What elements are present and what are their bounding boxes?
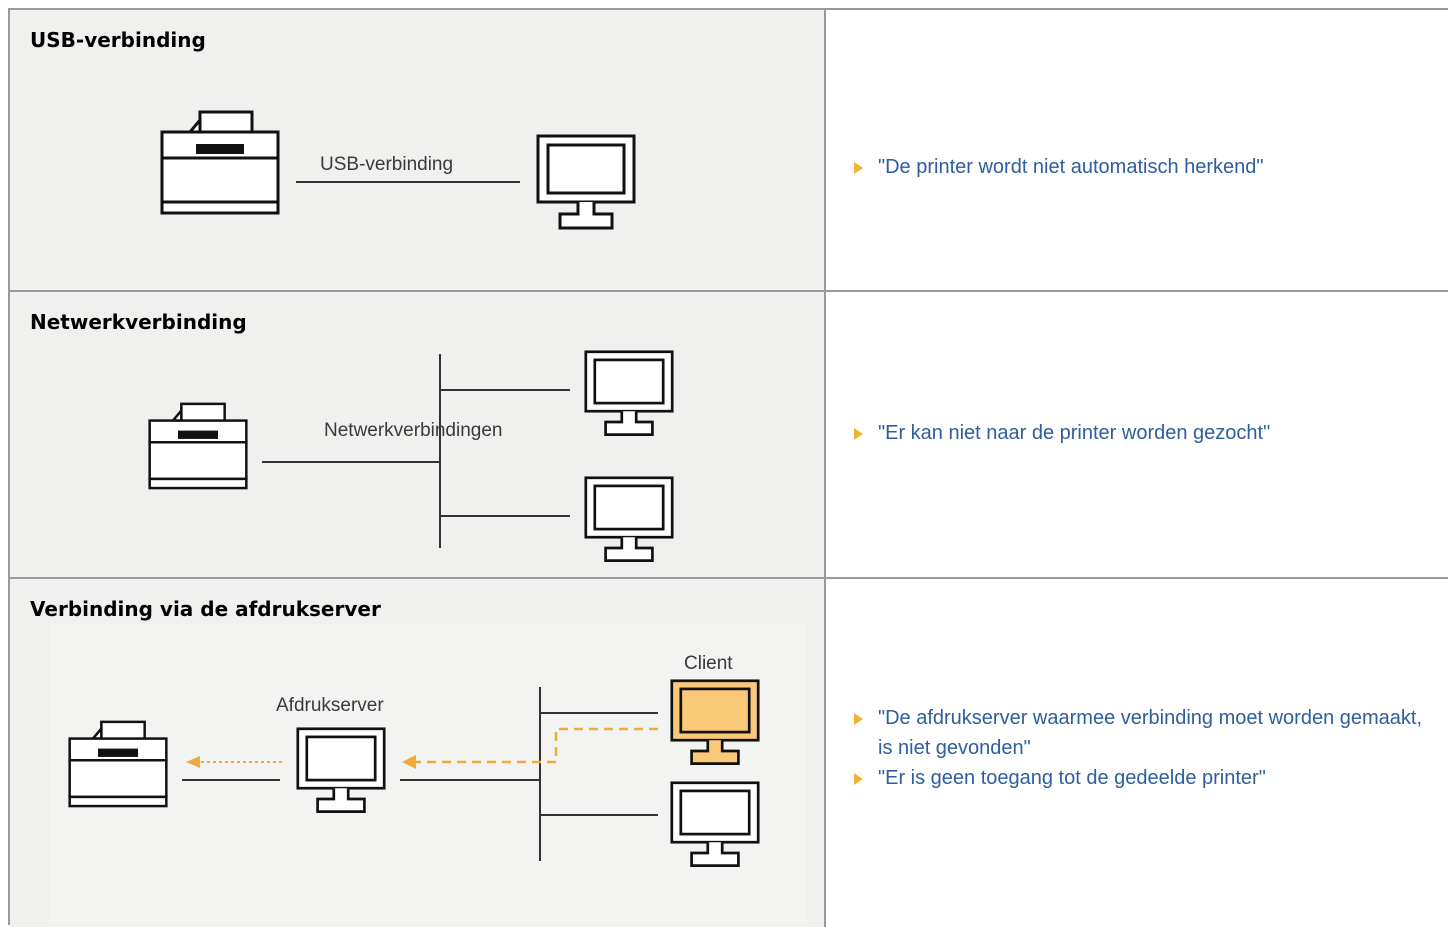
print-server-links-cell: "De afdrukserver waarmee verbinding moet… xyxy=(826,579,1448,927)
printer-icon xyxy=(160,110,280,215)
printer-icon xyxy=(148,402,248,490)
monitor-icon xyxy=(584,350,674,436)
network-diagram: Netwerkverbindingen xyxy=(148,350,674,562)
list-item: "Er kan niet naar de printer worden gezo… xyxy=(854,418,1424,448)
bullet-arrow-icon xyxy=(854,162,863,174)
diagram-background xyxy=(50,625,806,925)
client-label: Client xyxy=(684,653,733,674)
usb-connection-label: USB-verbinding xyxy=(320,154,453,175)
print-server-diagram-panel: Verbinding via de afdrukserver Afdrukser… xyxy=(10,579,826,927)
network-connection-label: Netwerkverbindingen xyxy=(324,420,503,441)
link-printer-not-found[interactable]: "Er kan niet naar de printer worden gezo… xyxy=(878,422,1271,444)
list-item: "De afdrukserver waarmee verbinding moet… xyxy=(854,703,1424,763)
row-usb: USB-verbinding USB-verbinding "De printe… xyxy=(10,10,1448,292)
connection-table: USB-verbinding USB-verbinding "De printe… xyxy=(8,8,1448,927)
usb-links-cell: "De printer wordt niet automatisch herke… xyxy=(826,10,1448,290)
link-printer-not-recognized[interactable]: "De printer wordt niet automatisch herke… xyxy=(878,156,1264,178)
row-title: USB-verbinding xyxy=(30,28,206,52)
usb-link-list: "De printer wordt niet automatisch herke… xyxy=(854,152,1424,182)
arrow-head-icon xyxy=(186,756,200,768)
arrow-head-icon xyxy=(402,755,416,769)
list-item: "Er is geen toegang tot de gedeelde prin… xyxy=(854,763,1424,793)
bullet-arrow-icon xyxy=(854,773,863,785)
bullet-arrow-icon xyxy=(854,713,863,725)
bullet-arrow-icon xyxy=(854,428,863,440)
link-print-server-not-found[interactable]: "De afdrukserver waarmee verbinding moet… xyxy=(878,707,1423,759)
print-server-diagram: Afdrukserver Client xyxy=(50,625,806,925)
link-shared-printer-no-access[interactable]: "Er is geen toegang tot de gedeelde prin… xyxy=(878,767,1266,789)
row-title: Netwerkverbinding xyxy=(30,310,247,334)
row-network: Netwerkverbinding Netwerkverbindingen "E… xyxy=(10,292,1448,579)
usb-diagram-panel: USB-verbinding USB-verbinding xyxy=(10,10,826,290)
network-links-cell: "Er kan niet naar de printer worden gezo… xyxy=(826,292,1448,577)
monitor-icon xyxy=(536,134,636,230)
network-diagram-panel: Netwerkverbinding Netwerkverbindingen xyxy=(10,292,826,577)
network-link-list: "Er kan niet naar de printer worden gezo… xyxy=(854,418,1424,448)
usb-diagram: USB-verbinding xyxy=(160,110,636,230)
print-server-link-list: "De afdrukserver waarmee verbinding moet… xyxy=(854,703,1424,793)
monitor-icon xyxy=(584,476,674,562)
row-print-server: Verbinding via de afdrukserver Afdrukser… xyxy=(10,579,1448,927)
row-title: Verbinding via de afdrukserver xyxy=(30,597,381,621)
print-server-label: Afdrukserver xyxy=(276,695,384,716)
list-item: "De printer wordt niet automatisch herke… xyxy=(854,152,1424,182)
dashed-arrow-line xyxy=(414,727,658,764)
